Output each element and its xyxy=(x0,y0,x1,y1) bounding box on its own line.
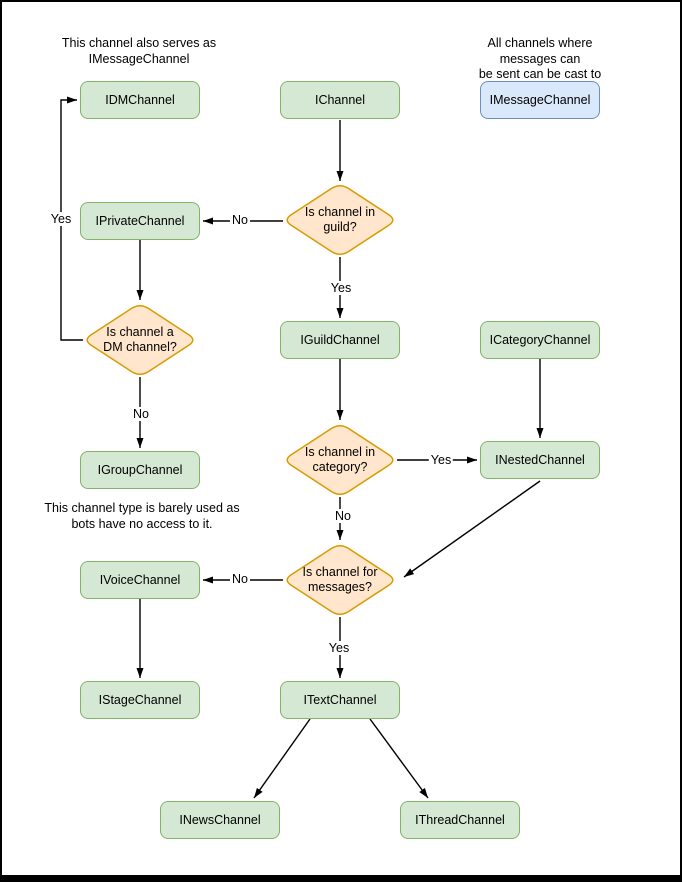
node-icategorychannel: ICategoryChannel xyxy=(480,321,600,359)
decision-label: Is channel in guild? xyxy=(304,204,376,234)
node-igroupchannel: IGroupChannel xyxy=(80,451,200,489)
edge-label-dm-yes: Yes xyxy=(48,212,74,226)
diamond-shape xyxy=(286,544,394,616)
edge-label-messages-yes: Yes xyxy=(326,641,352,655)
decision-is-channel-a-dm: Is channel a DM channel? xyxy=(83,303,197,377)
node-iprivatechannel: IPrivateChannel xyxy=(80,202,200,240)
node-iguildchannel: IGuildChannel xyxy=(280,321,400,359)
edge-label-category-no: No xyxy=(333,509,353,523)
decision-is-channel-in-guild: Is channel in guild? xyxy=(283,183,397,257)
edge-label-guild-no: No xyxy=(230,213,250,227)
node-istagechannel: IStageChannel xyxy=(80,681,200,719)
decision-label: Is channel a DM channel? xyxy=(103,324,177,354)
diamond-shape xyxy=(86,304,194,376)
edge-label-dm-no: No xyxy=(131,407,151,421)
edge-label-guild-yes: Yes xyxy=(328,281,354,295)
diamond-shape xyxy=(286,424,394,496)
node-idmchannel: IDMChannel xyxy=(80,81,200,119)
edge-label-category-yes: Yes xyxy=(428,453,454,467)
edge-itextchannel-to-inewschannel xyxy=(253,718,311,799)
node-imessagechannel: IMessageChannel xyxy=(480,81,600,119)
diamond-shape xyxy=(286,184,394,256)
decision-label: Is channel for messages? xyxy=(302,564,378,594)
edge-label-messages-no: No xyxy=(230,572,250,586)
annotation-message-note: All channels where messages can be sent … xyxy=(478,36,602,97)
annotation-dm-note: This channel also serves as IMessageChan… xyxy=(61,36,217,66)
decision-is-channel-for-messages: Is channel for messages? xyxy=(283,543,397,617)
node-ichannel: IChannel xyxy=(280,81,400,119)
node-inestedchannel: INestedChannel xyxy=(480,441,600,479)
annotation-group-note: This channel type is barely used as bots… xyxy=(44,501,240,531)
node-itextchannel: ITextChannel xyxy=(280,681,400,719)
edge-inestedchannel-to-messages-decision xyxy=(403,480,541,578)
node-ithreadchannel: IThreadChannel xyxy=(400,801,520,839)
node-inewschannel: INewsChannel xyxy=(160,801,280,839)
decision-label: Is channel in category? xyxy=(304,444,376,474)
decision-is-channel-in-category: Is channel in category? xyxy=(283,423,397,497)
node-ivoicechannel: IVoiceChannel xyxy=(80,561,200,599)
edge-itextchannel-to-ithreadchannel xyxy=(369,718,429,799)
